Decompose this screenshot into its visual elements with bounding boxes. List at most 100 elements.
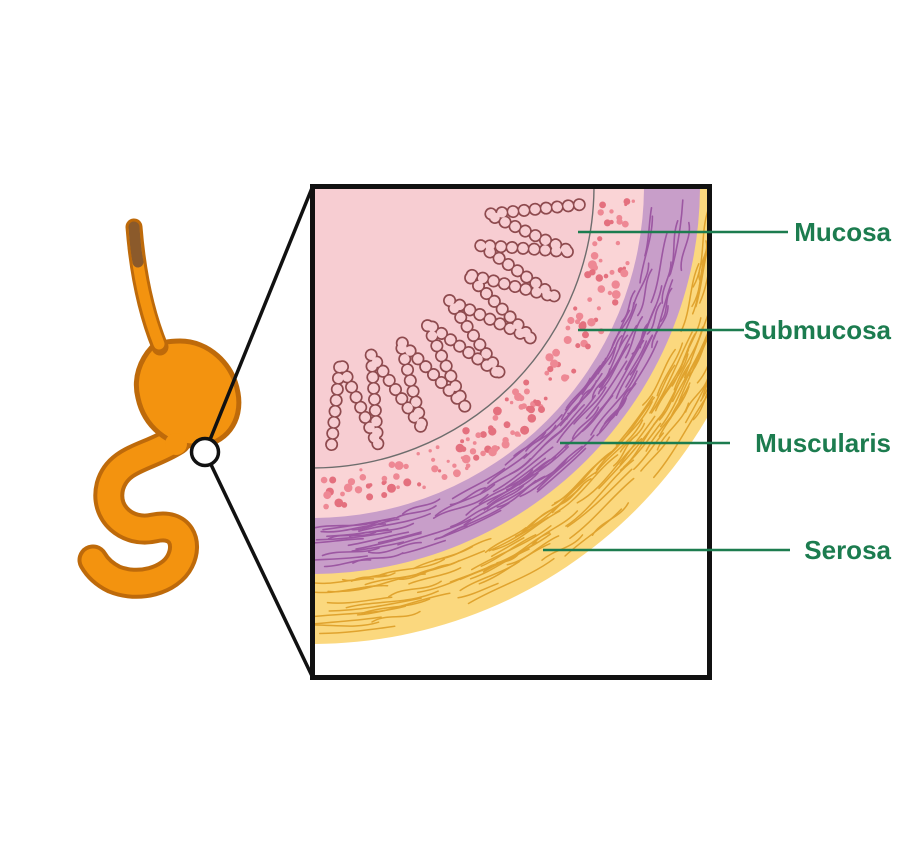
serosa-fiber	[717, 241, 732, 309]
submucosa-dot	[493, 406, 502, 416]
muscularis-fiber	[631, 322, 650, 355]
submucosa-dot	[526, 405, 532, 412]
submucosa-dot	[547, 366, 554, 373]
submucosa-dot	[587, 297, 593, 302]
submucosa-dot	[579, 321, 587, 328]
submucosa-dot	[609, 209, 614, 214]
serosa-fiber	[642, 348, 676, 406]
label-serosa: Serosa	[804, 535, 891, 565]
serosa-fiber	[743, 246, 752, 294]
submucosa-dot	[431, 457, 436, 462]
muscularis-fiber	[556, 394, 596, 443]
serosa-fiber	[527, 471, 598, 529]
serosa-fiber	[566, 468, 633, 528]
submucosa-dot	[488, 448, 497, 457]
serosa-fiber	[679, 317, 702, 372]
submucosa-dot	[452, 463, 457, 468]
submucosa-dot	[428, 449, 432, 453]
esophagus-top	[128, 221, 144, 268]
serosa-fiber	[723, 226, 743, 315]
serosa-fiber	[739, 221, 756, 308]
wall-layers	[315, 189, 756, 644]
serosa-fiber	[326, 596, 393, 604]
submucosa-dot	[510, 430, 515, 436]
serosa-fiber	[712, 270, 744, 363]
muscularis-fiber	[564, 365, 601, 411]
submucosa-dot	[422, 485, 426, 490]
submucosa-dot	[596, 306, 602, 311]
submucosa-dot	[595, 274, 603, 282]
muscularis-fiber	[401, 539, 446, 555]
submucosa-dot	[396, 485, 400, 490]
serosa-fiber	[619, 415, 656, 466]
submucosa-dot	[544, 370, 550, 376]
serosa-fiber	[683, 315, 707, 379]
submucosa-dot	[417, 482, 422, 487]
submucosa-dot	[615, 240, 621, 246]
muscularis-fiber	[590, 370, 638, 436]
muscularis-fiber	[615, 340, 659, 416]
serosa-fiber	[640, 436, 671, 472]
label-group-submucosa: Submucosa	[578, 315, 892, 345]
muscularis-fiber	[629, 335, 654, 376]
serosa-fiber	[684, 377, 707, 413]
submucosa-dot	[575, 343, 581, 349]
serosa-fiber	[371, 610, 421, 623]
submucosa-dot	[624, 203, 628, 207]
serosa-fiber	[482, 533, 552, 573]
serosa-fiber	[345, 590, 439, 609]
submucosa-dot	[393, 473, 400, 480]
submucosa-dot	[461, 454, 471, 464]
submucosa-dot	[573, 306, 578, 311]
serosa-fiber	[467, 557, 555, 605]
muscularis-fiber	[660, 287, 673, 322]
submucosa-dot	[625, 261, 630, 266]
muscularis-fiber	[441, 502, 510, 538]
muscularis-fiber	[315, 537, 364, 544]
muscularis-fiber	[598, 343, 630, 393]
serosa-fiber	[615, 395, 654, 446]
serosa-fiber	[554, 454, 619, 514]
magnified-inset	[310, 184, 756, 680]
submucosa-dot	[340, 491, 345, 497]
zoom-connector-bottom	[203, 451, 314, 677]
muscularis-fiber	[608, 335, 623, 365]
muscularis-fiber	[487, 453, 528, 484]
submucosa-dot	[460, 446, 467, 452]
submucosa-dot	[334, 498, 344, 508]
serosa-fiber	[564, 508, 623, 557]
muscularis-fiber	[315, 555, 368, 561]
muscularis-fiber	[434, 483, 496, 517]
submucosa-dot	[359, 468, 363, 472]
muscularis-fiber	[347, 531, 410, 547]
muscularis-fiber	[486, 484, 525, 510]
serosa-fiber	[598, 418, 659, 490]
muscularis-fiber	[632, 262, 650, 308]
serosa-fiber	[565, 459, 635, 527]
submucosa-dot	[552, 348, 560, 357]
submucosa-dot	[567, 316, 575, 325]
zoom-circle	[189, 436, 221, 468]
serosa-fiber	[412, 545, 474, 570]
submucosa-dot	[603, 219, 611, 227]
submucosa-dot	[597, 236, 603, 242]
muscularis-fiber	[536, 447, 587, 493]
submucosa-dot	[527, 414, 537, 423]
muscularis-fiber	[513, 431, 547, 457]
muscularis-fiber	[523, 410, 574, 459]
submucosa-dot	[545, 353, 554, 362]
serosa-fiber	[701, 383, 707, 399]
muscularis-fiber	[449, 487, 486, 506]
muscularis-fiber	[492, 446, 554, 493]
submucosa-dot	[469, 448, 477, 455]
serosa-fiber	[699, 388, 707, 402]
muscularis-fiber	[351, 541, 405, 552]
serosa-fiber	[541, 534, 584, 561]
serosa-fiber	[478, 542, 551, 585]
serosa-fiber	[698, 240, 707, 281]
muscularis-fiber	[637, 268, 653, 317]
serosa-fiber	[469, 548, 530, 580]
serosa-fiber	[605, 396, 655, 459]
